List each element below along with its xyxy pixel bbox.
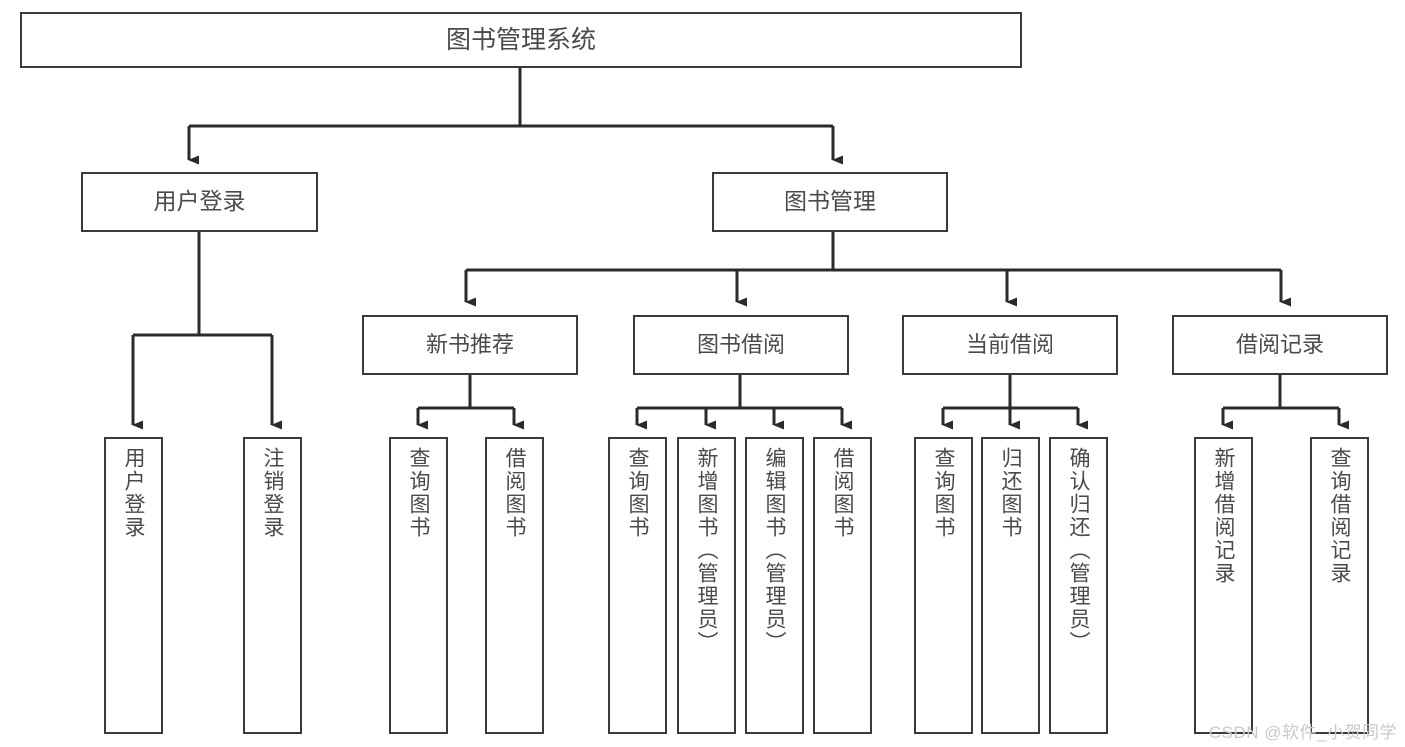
node-label-leaf-borrow-book-2: 借阅图书: [831, 447, 854, 539]
node-leaf-query-book-2[interactable]: 查询图书: [608, 437, 667, 734]
node-label-new-book-recommend: 新书推荐: [425, 331, 514, 357]
node-borrow-record[interactable]: 借阅记录: [1172, 315, 1388, 375]
node-leaf-query-record[interactable]: 查询借阅记录: [1310, 437, 1369, 734]
node-user-login[interactable]: 用户登录: [81, 172, 318, 232]
node-label-leaf-user-login: 用户登录: [122, 447, 145, 539]
node-leaf-add-book[interactable]: 新增图书（管理员）: [677, 437, 736, 734]
node-label-leaf-edit-book: 编辑图书（管理员）: [763, 447, 786, 654]
node-book-borrow[interactable]: 图书借阅: [633, 315, 849, 375]
node-leaf-query-book-1[interactable]: 查询图书: [389, 437, 448, 734]
node-leaf-borrow-book-1[interactable]: 借阅图书: [485, 437, 544, 734]
node-label-book-management: 图书管理: [784, 188, 876, 215]
node-label-user-login: 用户登录: [153, 188, 246, 215]
node-label-leaf-confirm-return: 确认归还（管理员）: [1067, 447, 1090, 654]
node-label-leaf-borrow-book-1: 借阅图书: [503, 447, 526, 539]
node-leaf-add-record[interactable]: 新增借阅记录: [1194, 437, 1253, 734]
node-leaf-query-book-3[interactable]: 查询图书: [914, 437, 973, 734]
node-label-root: 图书管理系统: [445, 26, 596, 54]
node-label-leaf-add-book: 新增图书（管理员）: [695, 447, 718, 654]
node-book-management[interactable]: 图书管理: [712, 172, 948, 232]
node-label-borrow-record: 借阅记录: [1235, 331, 1324, 357]
node-leaf-edit-book[interactable]: 编辑图书（管理员）: [745, 437, 804, 734]
node-leaf-borrow-book-2[interactable]: 借阅图书: [813, 437, 872, 734]
node-leaf-return-book[interactable]: 归还图书: [981, 437, 1040, 734]
node-label-leaf-return-book: 归还图书: [999, 447, 1022, 539]
node-label-leaf-add-record: 新增借阅记录: [1212, 447, 1235, 585]
node-current-borrow[interactable]: 当前借阅: [902, 315, 1118, 375]
node-label-leaf-query-book-3: 查询图书: [932, 447, 955, 539]
node-label-leaf-query-book-2: 查询图书: [626, 447, 649, 539]
node-new-book-recommend[interactable]: 新书推荐: [362, 315, 578, 375]
node-leaf-user-login[interactable]: 用户登录: [104, 437, 163, 734]
node-root-system[interactable]: 图书管理系统: [20, 12, 1022, 68]
node-leaf-user-logout[interactable]: 注销登录: [243, 437, 302, 734]
node-label-leaf-query-record: 查询借阅记录: [1328, 447, 1351, 585]
node-label-book-borrow: 图书借阅: [696, 331, 785, 357]
node-label-current-borrow: 当前借阅: [965, 331, 1054, 357]
node-label-leaf-query-book-1: 查询图书: [407, 447, 430, 539]
node-leaf-confirm-return[interactable]: 确认归还（管理员）: [1049, 437, 1108, 734]
node-label-leaf-user-logout: 注销登录: [261, 447, 284, 539]
